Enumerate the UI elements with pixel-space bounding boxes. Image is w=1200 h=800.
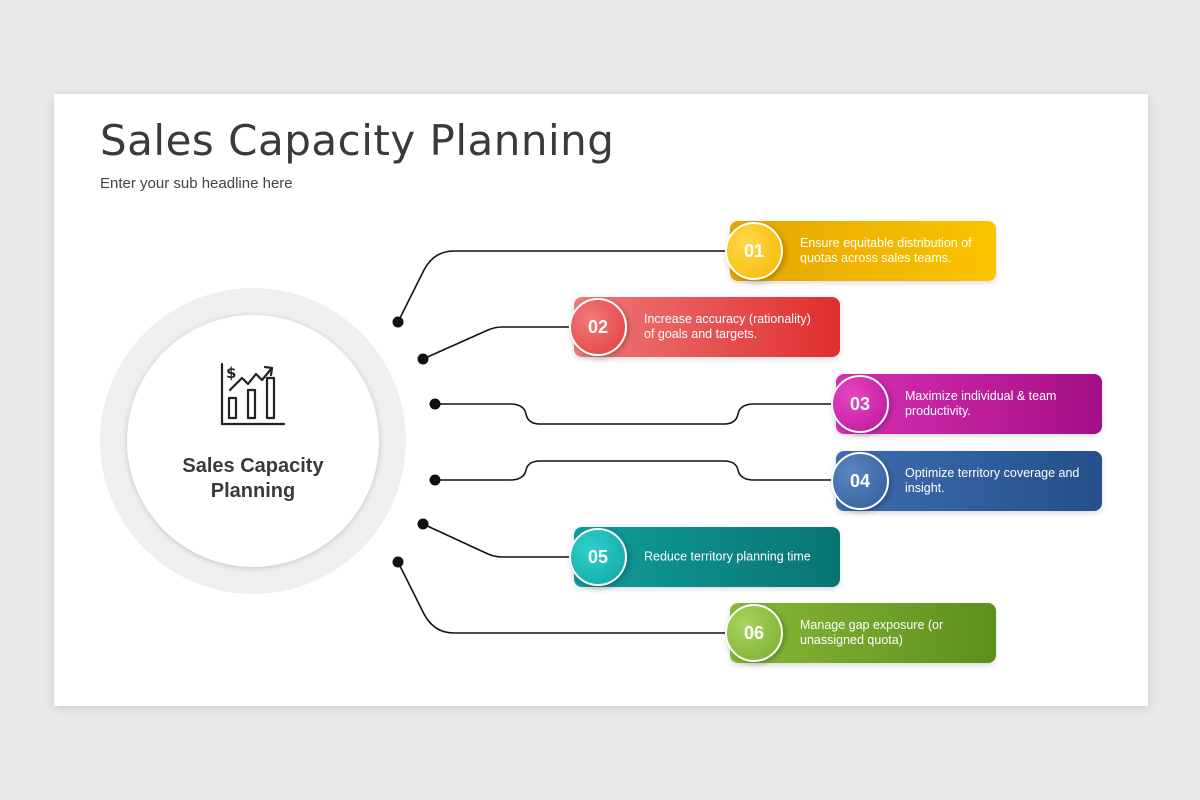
connector-06 [397,561,730,634]
item-04-text: Optimize territory coverage and insight. [905,466,1080,495]
connector-03 [435,403,836,425]
item-03-badge: 03 [831,375,889,433]
connector-dot-01 [392,316,404,328]
connector-02 [422,326,574,360]
item-02-badge: 02 [569,298,627,356]
svg-text:$: $ [226,364,236,382]
center-circle [127,315,379,567]
growth-chart-dollar-icon: $ [220,362,286,426]
item-06-text: Manage gap exposure (or unassigned quota… [800,618,944,647]
connector-04 [435,460,836,481]
connector-dot-06 [392,556,404,568]
page-subtitle: Enter your sub headline here [100,175,293,192]
item-03-text: Maximize individual & team productivity. [905,389,1057,418]
page-title: Sales Capacity Planning [100,116,615,165]
item-05-text: Reduce territory planning time [644,549,811,564]
item-02-text: Increase accuracy (rationality) of goals… [644,312,811,341]
connector-dot-04 [429,474,441,486]
connector-dot-05 [417,518,429,530]
connector-05 [422,523,574,558]
connector-01 [397,250,730,323]
item-01-badge: 01 [725,222,783,280]
center-label: Sales Capacity Planning [182,455,324,502]
connector-dot-03 [429,398,441,410]
connector-dot-02 [417,353,429,365]
item-04-badge: 04 [831,452,889,510]
item-05-badge: 05 [569,528,627,586]
item-06-badge: 06 [725,604,783,662]
item-01-text: Ensure equitable distribution of quotas … [800,236,972,265]
